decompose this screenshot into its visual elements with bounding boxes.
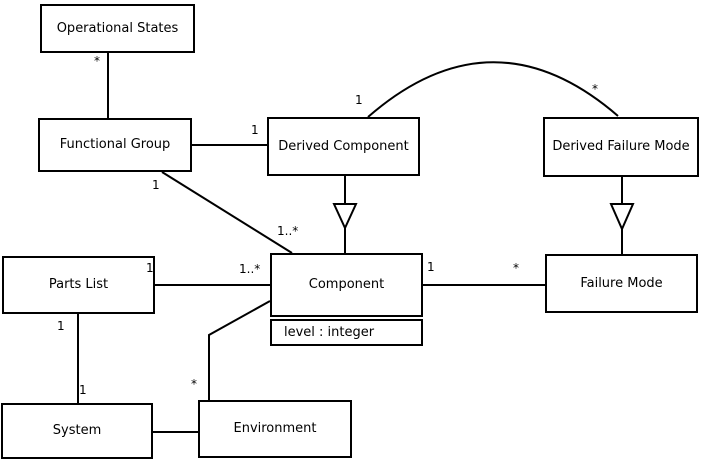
multiplicity-pl-system-near-system: 1 — [79, 383, 87, 397]
class-name-functional-group: Functional Group — [59, 137, 171, 153]
association-line-fg-component — [161, 171, 293, 254]
association-arc-dc-dfm — [367, 61, 619, 118]
multiplicity-os-fg: * — [94, 54, 100, 68]
multiplicity-component-fm-near-component: 1 — [427, 260, 435, 274]
class-box-parts-list: Parts List — [2, 256, 155, 314]
class-box-functional-group: Functional Group — [38, 118, 192, 172]
class-name-derived-failure-mode: Derived Failure Mode — [552, 139, 690, 155]
multiplicity-fg-dc: 1 — [251, 123, 259, 137]
multiplicity-pl-component-near-pl: 1 — [146, 261, 154, 275]
multiplicity-pl-component-near-component: 1..* — [239, 262, 261, 276]
class-name-system: System — [52, 423, 102, 439]
multiplicity-pl-system-near-pl: 1 — [57, 319, 65, 333]
class-name-component: Component — [308, 277, 385, 293]
multiplicity-fg-component-near-fg: 1 — [152, 178, 160, 192]
generalization-triangle-icon — [332, 203, 358, 231]
multiplicity-dc-dfm-near-dc: 1 — [355, 93, 363, 107]
generalization-triangle-icon — [609, 203, 635, 232]
class-name-environment: Environment — [233, 421, 317, 437]
class-name-operational-states: Operational States — [56, 20, 179, 36]
multiplicity-component-fm-near-fm: * — [513, 261, 519, 275]
association-line-component-environment — [208, 300, 271, 400]
class-box-component: Component — [270, 253, 423, 317]
class-attributes-component: level : integer — [270, 319, 423, 346]
class-box-derived-failure-mode: Derived Failure Mode — [543, 117, 699, 177]
class-name-derived-component: Derived Component — [278, 138, 409, 154]
class-box-environment: Environment — [198, 400, 352, 458]
class-name-failure-mode: Failure Mode — [580, 275, 663, 291]
attribute-level-integer: level : integer — [284, 324, 375, 340]
multiplicity-dc-dfm-near-dfm: * — [592, 82, 598, 96]
multiplicity-fg-component-near-component: 1..* — [277, 224, 299, 238]
class-name-parts-list: Parts List — [48, 277, 109, 293]
class-box-operational-states: Operational States — [40, 4, 195, 53]
multiplicity-component-environment: * — [191, 377, 197, 391]
class-box-system: System — [1, 403, 153, 459]
class-box-derived-component: Derived Component — [267, 117, 420, 176]
class-box-failure-mode: Failure Mode — [545, 254, 698, 313]
